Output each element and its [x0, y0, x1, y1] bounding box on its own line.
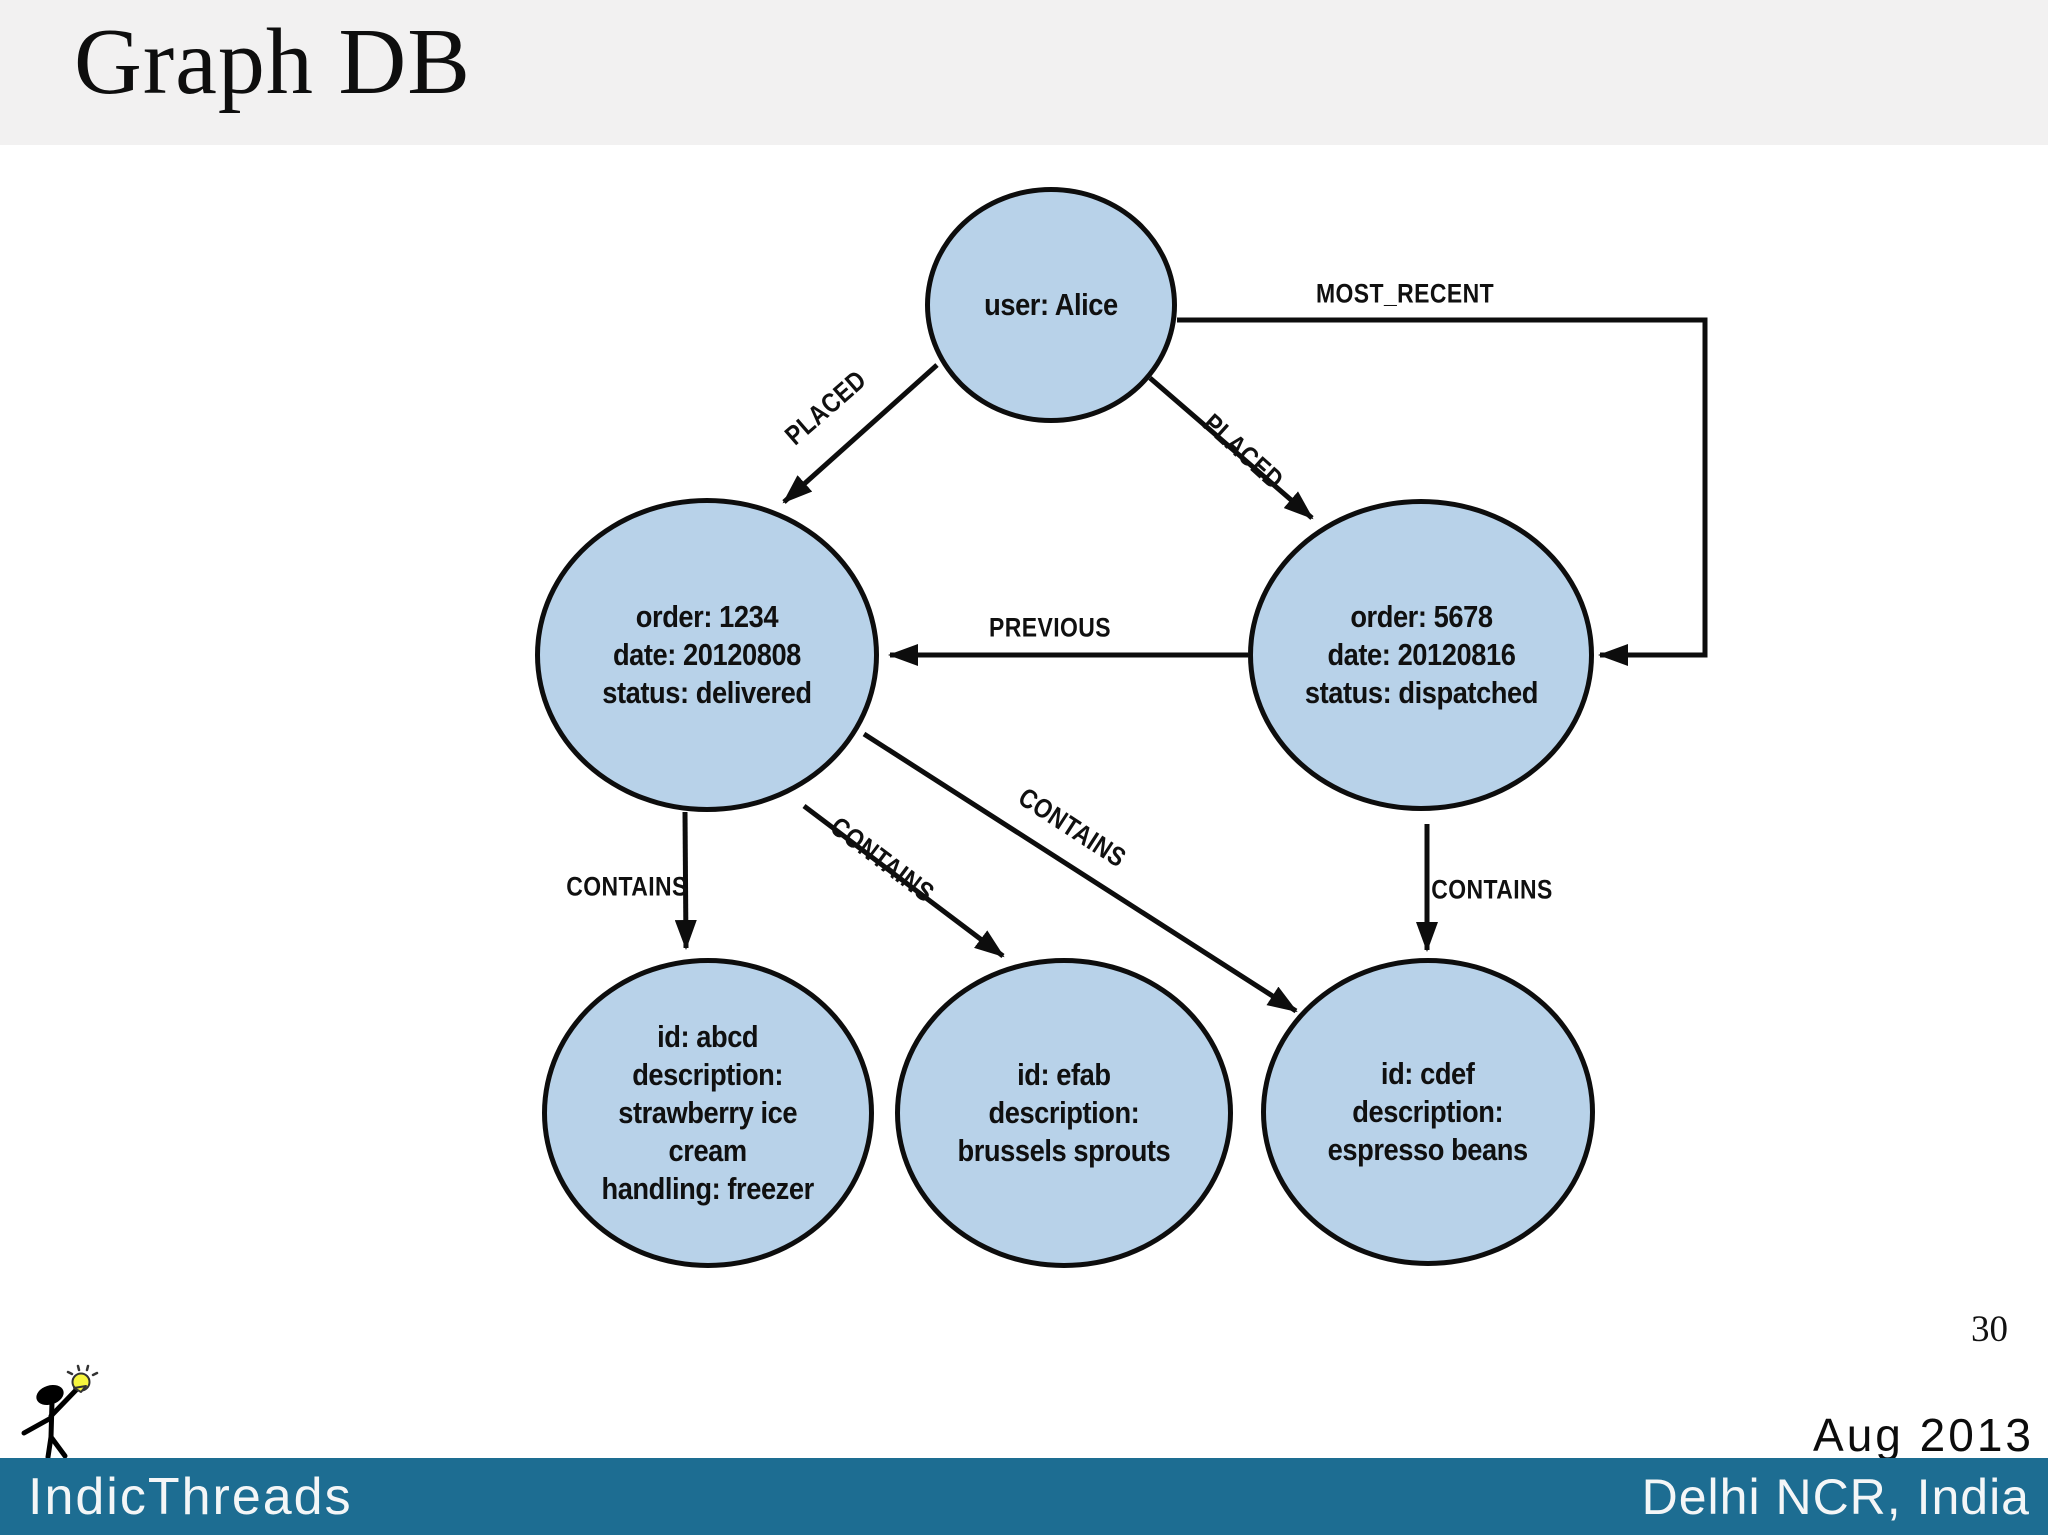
footer-bar: IndicThreads Delhi NCR, India — [0, 1458, 2048, 1535]
page-number: 30 — [1971, 1309, 2008, 1350]
node-order-1234: order: 1234 date: 20120808 status: deliv… — [535, 498, 879, 812]
edge-contains-left-vertical — [674, 811, 697, 950]
stickman-logo — [21, 1364, 99, 1458]
footer-brand: IndicThreads — [28, 1467, 353, 1526]
node-order-5678: order: 5678 date: 20120816 status: dispa… — [1248, 499, 1594, 811]
title-band: Graph DB — [0, 0, 2048, 145]
node-item-abcd: id: abcd description: strawberry ice cre… — [542, 958, 874, 1268]
node-item-cdef: id: cdef description: espresso beans — [1261, 958, 1595, 1266]
node-item-efab: id: efab description: brussels sprouts — [895, 958, 1233, 1268]
edge-placed-left — [782, 363, 939, 504]
edge-contains-mid-diagonal — [802, 804, 1005, 958]
node-item-abcd-label: id: abcd description: strawberry ice cre… — [601, 1019, 815, 1206]
node-item-efab-label: id: efab description: brussels sprouts — [957, 1057, 1171, 1168]
node-order-1234-label: order: 1234 date: 20120808 status: deliv… — [602, 599, 812, 710]
edge-most-recent — [1177, 317, 1708, 666]
lightbulb-icon — [66, 1364, 99, 1393]
stickman-head — [36, 1384, 64, 1406]
edge-contains-long-diagonal — [862, 731, 1298, 1014]
node-user-alice: user: Alice — [925, 187, 1177, 423]
edge-label-previous: PREVIOUS — [988, 612, 1112, 643]
page-title: Graph DB — [74, 10, 471, 114]
node-user-alice-label: user: Alice — [984, 287, 1118, 323]
node-order-5678-label: order: 5678 date: 20120816 status: dispa… — [1304, 599, 1538, 710]
edge-label-contains-right: CONTAINS — [1431, 874, 1553, 905]
node-item-cdef-label: id: cdef description: espresso beans — [1327, 1056, 1529, 1167]
edge-label-most-recent: MOST_RECENT — [1315, 278, 1495, 309]
footer-location: Delhi NCR, India — [1641, 1468, 2030, 1525]
slide-date: Aug 2013 — [1813, 1409, 2034, 1461]
edge-label-contains-left: CONTAINS — [566, 871, 688, 902]
edge-placed-right — [1148, 376, 1314, 520]
